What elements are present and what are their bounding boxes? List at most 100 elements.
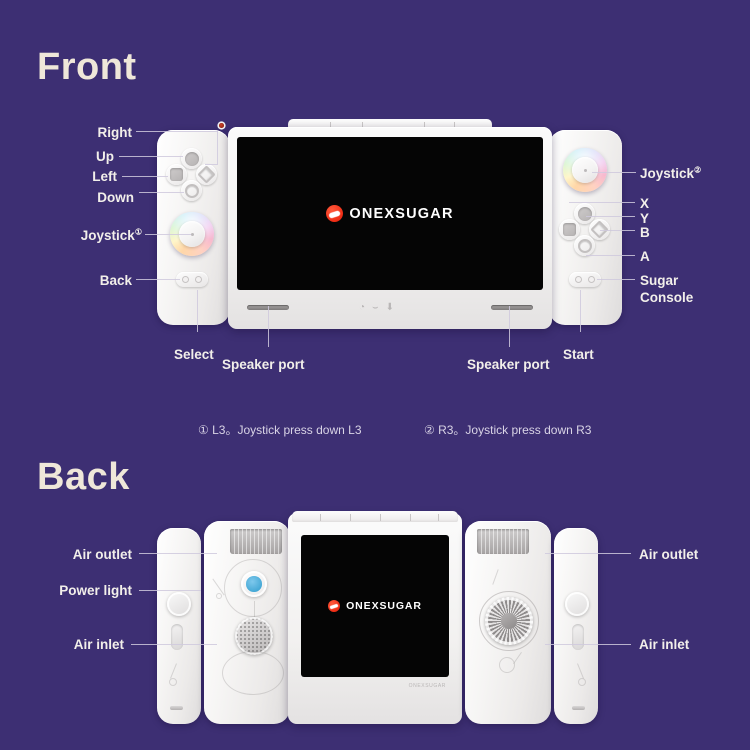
leader-back-air-outlet-right (545, 553, 631, 554)
back-section-heading: Back (37, 456, 130, 498)
leader-x (569, 202, 635, 203)
back-hinge-bar (292, 511, 458, 522)
dpad-up-button[interactable] (181, 148, 202, 169)
footnote-r3: ② R3。Joystick press down R3 (424, 423, 592, 437)
back-left-air-outlet-vent (230, 529, 282, 554)
label-b: B (640, 225, 650, 240)
download-arrow-icon: ⬇ (385, 302, 395, 313)
footnote-l3: ① L3。Joystick press down L3 (198, 423, 362, 437)
back-left-outer-etch (170, 663, 177, 679)
leader-up (119, 156, 183, 157)
label-x: X (640, 196, 650, 211)
leader-back-air-inlet-right (545, 644, 631, 645)
leader-b (600, 230, 635, 231)
label-speaker-port-right: Speaker port (467, 357, 550, 372)
label-right: Right (97, 125, 133, 140)
back-right-air-outlet-vent (477, 529, 529, 554)
label-joystick-2: Joystick② (640, 165, 701, 182)
smile-arc-icon: ⌣ (372, 302, 379, 313)
leader-back (136, 279, 180, 280)
leader-right (136, 131, 218, 132)
button-b[interactable] (589, 219, 610, 240)
back-right-inner-wing (465, 521, 551, 724)
back-right-outer-etch (577, 663, 584, 679)
back-right-outer-wing (554, 528, 598, 724)
front-bottom-status-icons: ◔ ⌣ ⬇ (359, 303, 394, 313)
dpad-right-button[interactable] (196, 164, 217, 185)
label-speaker-port-left: Speaker port (222, 357, 305, 372)
back-left-logo-badge (241, 571, 267, 597)
label-a: A (640, 249, 650, 264)
front-speaker-port-right (491, 305, 533, 310)
label-back-air-inlet-left: Air inlet (73, 637, 124, 652)
dpad-down-button[interactable] (181, 180, 202, 201)
leader-select-v (197, 290, 198, 332)
button-y[interactable] (574, 203, 595, 224)
back-left-power-light[interactable] (167, 592, 191, 616)
circle-dot-icon: ◔ (359, 302, 366, 313)
back-right-outer-slot (572, 624, 584, 650)
back-left-inner-wing (204, 521, 290, 724)
front-display: ONEXSUGAR (237, 137, 543, 290)
back-left-outer-slot (171, 624, 183, 650)
back-left-etch-arc-1 (224, 559, 282, 617)
front-indicator-dot (219, 123, 224, 128)
label-back-air-outlet-left: Air outlet (72, 547, 132, 562)
footnote-marker-2: ② (694, 165, 702, 175)
leader-right-h2 (205, 164, 218, 165)
label-up: Up (96, 149, 114, 164)
label-joystick-1-text: Joystick (80, 228, 135, 243)
label-y: Y (640, 211, 650, 226)
brand-name: ONEXSUGAR (349, 205, 454, 222)
label-left: Left (92, 169, 117, 184)
label-back-power-light-left: Power light (59, 583, 132, 598)
back-brand-etch: ONEXSUGAR (408, 683, 446, 689)
label-select: Select (174, 347, 214, 362)
back-right-power-light[interactable] (565, 592, 589, 616)
label-sugar: Sugar (640, 273, 679, 288)
leader-joystick2 (592, 172, 636, 173)
label-back-air-outlet-right: Air outlet (639, 547, 699, 562)
label-joystick-2-text: Joystick (640, 166, 695, 181)
sugar-bird-icon (246, 576, 262, 592)
back-right-air-inlet-fan (485, 597, 533, 645)
onexsugar-logo-icon (326, 205, 344, 222)
back-left-outer-foot (170, 706, 183, 710)
leader-a (586, 255, 635, 256)
footnote-marker-1: ① (134, 227, 142, 237)
front-display-logo: ONEXSUGAR (326, 205, 453, 222)
leader-joystick1 (145, 234, 191, 235)
label-back-air-inlet-right: Air inlet (639, 637, 690, 652)
back-right-outer-etch-circle (578, 678, 586, 686)
leader-right-v (217, 131, 218, 164)
back-right-etch-circle (499, 657, 515, 673)
label-console: Console (640, 290, 694, 306)
dpad-left-button[interactable] (166, 164, 187, 185)
leader-start-v (580, 290, 581, 332)
brand-name-back: ONEXSUGAR (346, 600, 422, 612)
back-right-outer-foot (572, 706, 585, 710)
back-display: ONEXSUGAR (301, 535, 449, 677)
leader-down (139, 192, 184, 193)
button-a[interactable] (574, 235, 595, 256)
label-down: Down (97, 190, 134, 205)
back-right-fan-ring (479, 591, 539, 651)
right-joystick[interactable] (563, 148, 607, 192)
label-joystick-1: Joystick① (22, 227, 142, 244)
leader-speaker-right-v (509, 306, 510, 347)
leader-y (586, 216, 635, 217)
leader-sugar (597, 279, 635, 280)
leader-back-power-light-left (139, 590, 201, 591)
leader-back-air-inlet-left (131, 644, 217, 645)
label-sugar-console: Sugar Console (640, 272, 693, 307)
front-screen-body: ONEXSUGAR ◔ ⌣ ⬇ (228, 127, 552, 329)
back-left-outer-wing (157, 528, 201, 724)
back-left-etch-arc-2 (222, 651, 284, 695)
button-x[interactable] (559, 219, 580, 240)
sugar-console-button[interactable] (569, 272, 601, 287)
leader-back-air-outlet-left (139, 553, 217, 554)
label-back: Back (99, 273, 132, 288)
back-button[interactable] (176, 272, 208, 287)
back-right-etch-tail (513, 651, 522, 665)
